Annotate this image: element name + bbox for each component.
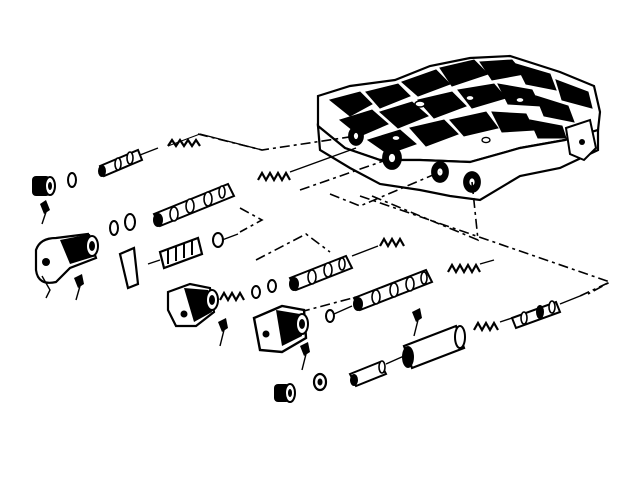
washer-1 [67,172,77,188]
row-5-parts [252,281,611,371]
valve-sleeve [402,324,466,370]
o-ring-2 [124,213,136,231]
o-ring-3 [267,279,277,293]
row-3-parts [251,236,405,299]
solenoid-2 [166,282,219,328]
o-ring-4 [251,285,261,299]
solenoid-1 [34,232,99,299]
row-2-parts [34,147,357,301]
accumulator-spring [147,232,239,270]
plunger [348,360,388,388]
solenoid-3 [252,304,309,354]
bolt-3 [300,342,310,371]
bore-plug-2 [274,383,296,403]
valve-spool-3 [288,254,354,292]
bolt-4 [412,308,422,337]
bolt-2 [218,318,228,347]
retaining-clip-1 [118,246,140,290]
washer-2 [312,372,328,392]
o-ring-5 [325,309,335,323]
valve-spool-4 [352,268,434,312]
spring-5 [447,262,481,275]
spring-3 [379,236,405,249]
bolt-1 [74,274,84,301]
bore-plug-1 [32,176,56,196]
retaining-pin-1 [40,200,50,225]
spring-2 [257,170,291,183]
spring-4 [219,290,245,303]
row-4-parts [166,259,495,347]
row-1-parts [32,133,263,225]
row-6-parts [274,355,405,403]
spring-1 [167,133,201,148]
valve-spool-5 [510,300,562,330]
valve-body-housing [316,54,602,202]
valve-spool-1 [98,147,159,178]
valve-spool-2 [152,182,236,228]
spring-6 [473,320,499,333]
o-ring-1 [109,220,119,236]
